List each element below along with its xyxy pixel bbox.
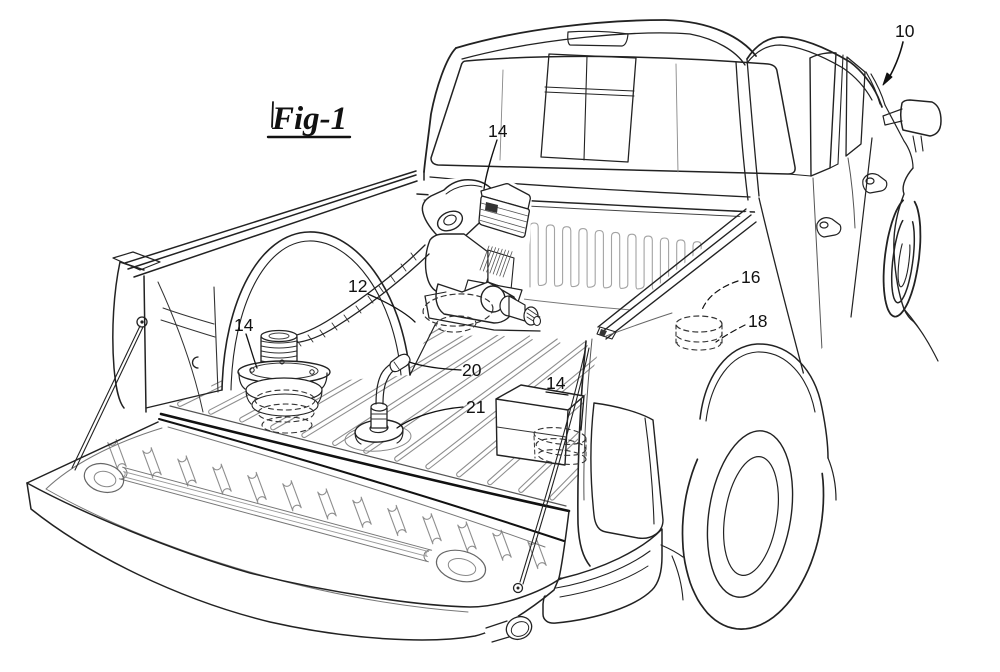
svg-text:21: 21 [466,397,485,417]
svg-text:14: 14 [546,373,566,393]
svg-text:16: 16 [741,267,760,287]
svg-text:14: 14 [488,121,508,141]
svg-text:18: 18 [748,311,767,331]
svg-text:10: 10 [895,21,915,41]
svg-text:Fig-1: Fig-1 [271,101,347,137]
svg-text:12: 12 [348,276,367,296]
svg-text:14: 14 [234,315,254,335]
svg-text:20: 20 [462,360,482,380]
